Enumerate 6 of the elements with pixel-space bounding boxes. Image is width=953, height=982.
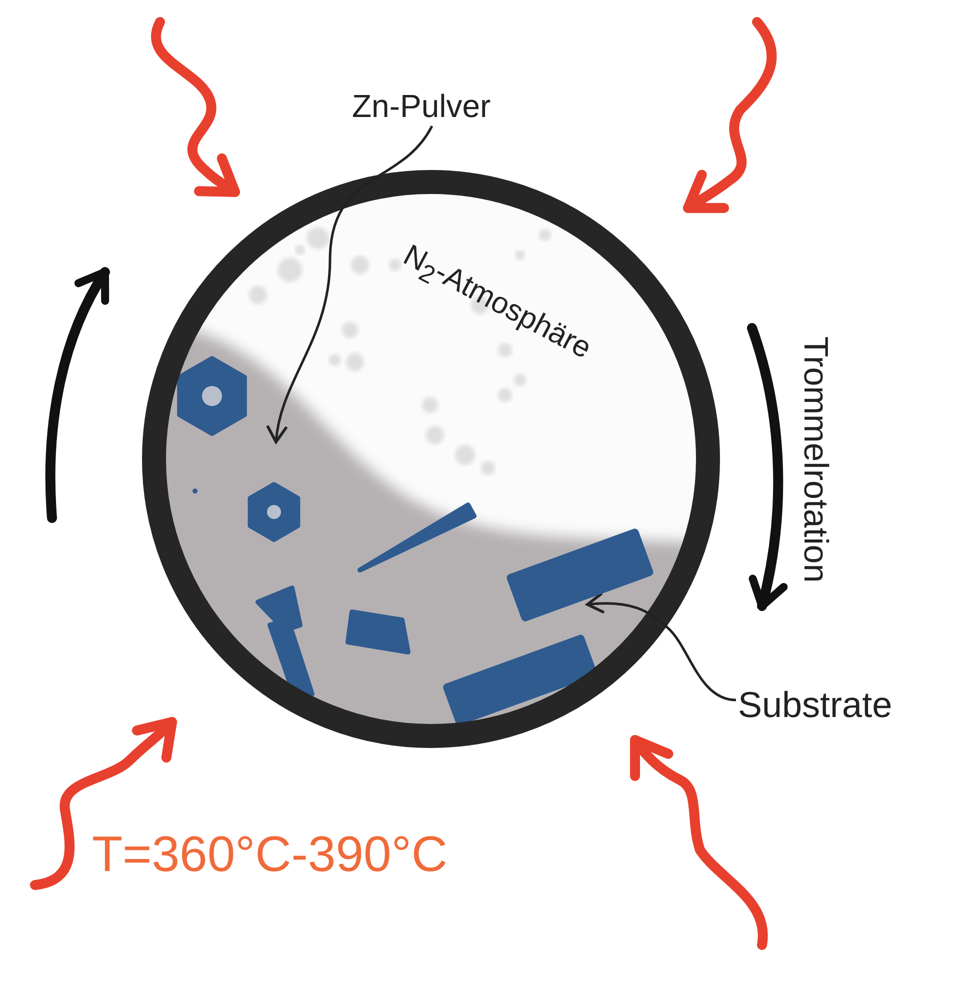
rotation-label: Trommelrotation (796, 336, 835, 583)
callout-text: Zn-Pulver (352, 86, 572, 126)
leader-line (268, 125, 434, 444)
leader-line (586, 592, 736, 702)
callout-text: Substrate (738, 682, 938, 728)
temperature-label: T=360°C-390°C (92, 825, 448, 883)
